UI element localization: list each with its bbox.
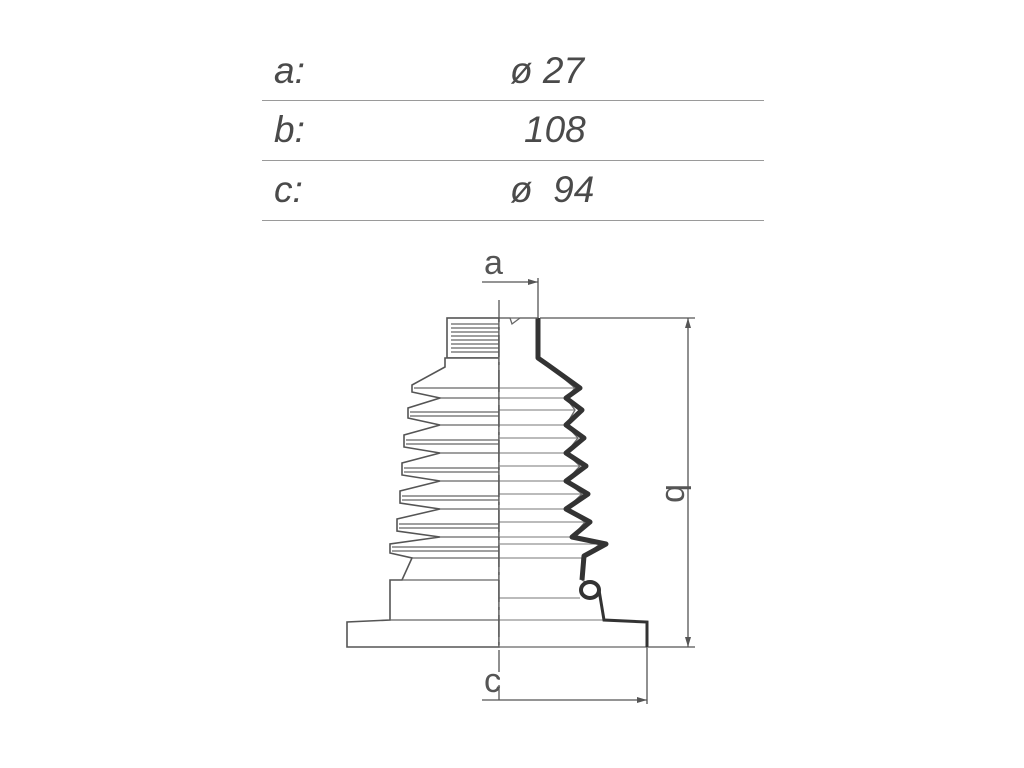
bellows-fold-lines: [390, 387, 499, 621]
dimension-a-letter: a: [484, 244, 503, 282]
bead-section: [579, 580, 601, 600]
boot-left-half: [346, 317, 500, 648]
dimension-c-letter: c: [484, 662, 501, 700]
boot-wall-section: [535, 318, 609, 581]
dimension-a: [482, 278, 539, 318]
dimension-table: a: ø 27 b: 108 c: ø 94: [262, 42, 764, 221]
dimension-label: b:: [274, 109, 305, 150]
dimension-b: [540, 317, 695, 648]
dimension-value: ø 94: [510, 169, 595, 210]
dimension-row-a: a: ø 27: [262, 42, 764, 101]
dimension-value: ø 27: [510, 50, 585, 91]
dimension-b-letter: b: [658, 484, 696, 503]
dimension-row-b: b: 108: [262, 101, 764, 161]
right-fold-lines: [499, 387, 604, 621]
dimension-value: 108: [524, 109, 586, 150]
flange-section: [597, 589, 649, 647]
neck-clamp-ribs: [451, 323, 499, 353]
neck-top-notch: [499, 317, 538, 326]
bellows-left-outline: [346, 357, 500, 648]
dimension-c: [482, 647, 648, 704]
boot-neck: [446, 317, 500, 359]
dimension-label: c:: [274, 169, 303, 210]
dimension-row-c: c: ø 94: [262, 161, 764, 221]
dimension-label: a:: [274, 50, 305, 91]
boot-right-half-section: [498, 317, 649, 648]
